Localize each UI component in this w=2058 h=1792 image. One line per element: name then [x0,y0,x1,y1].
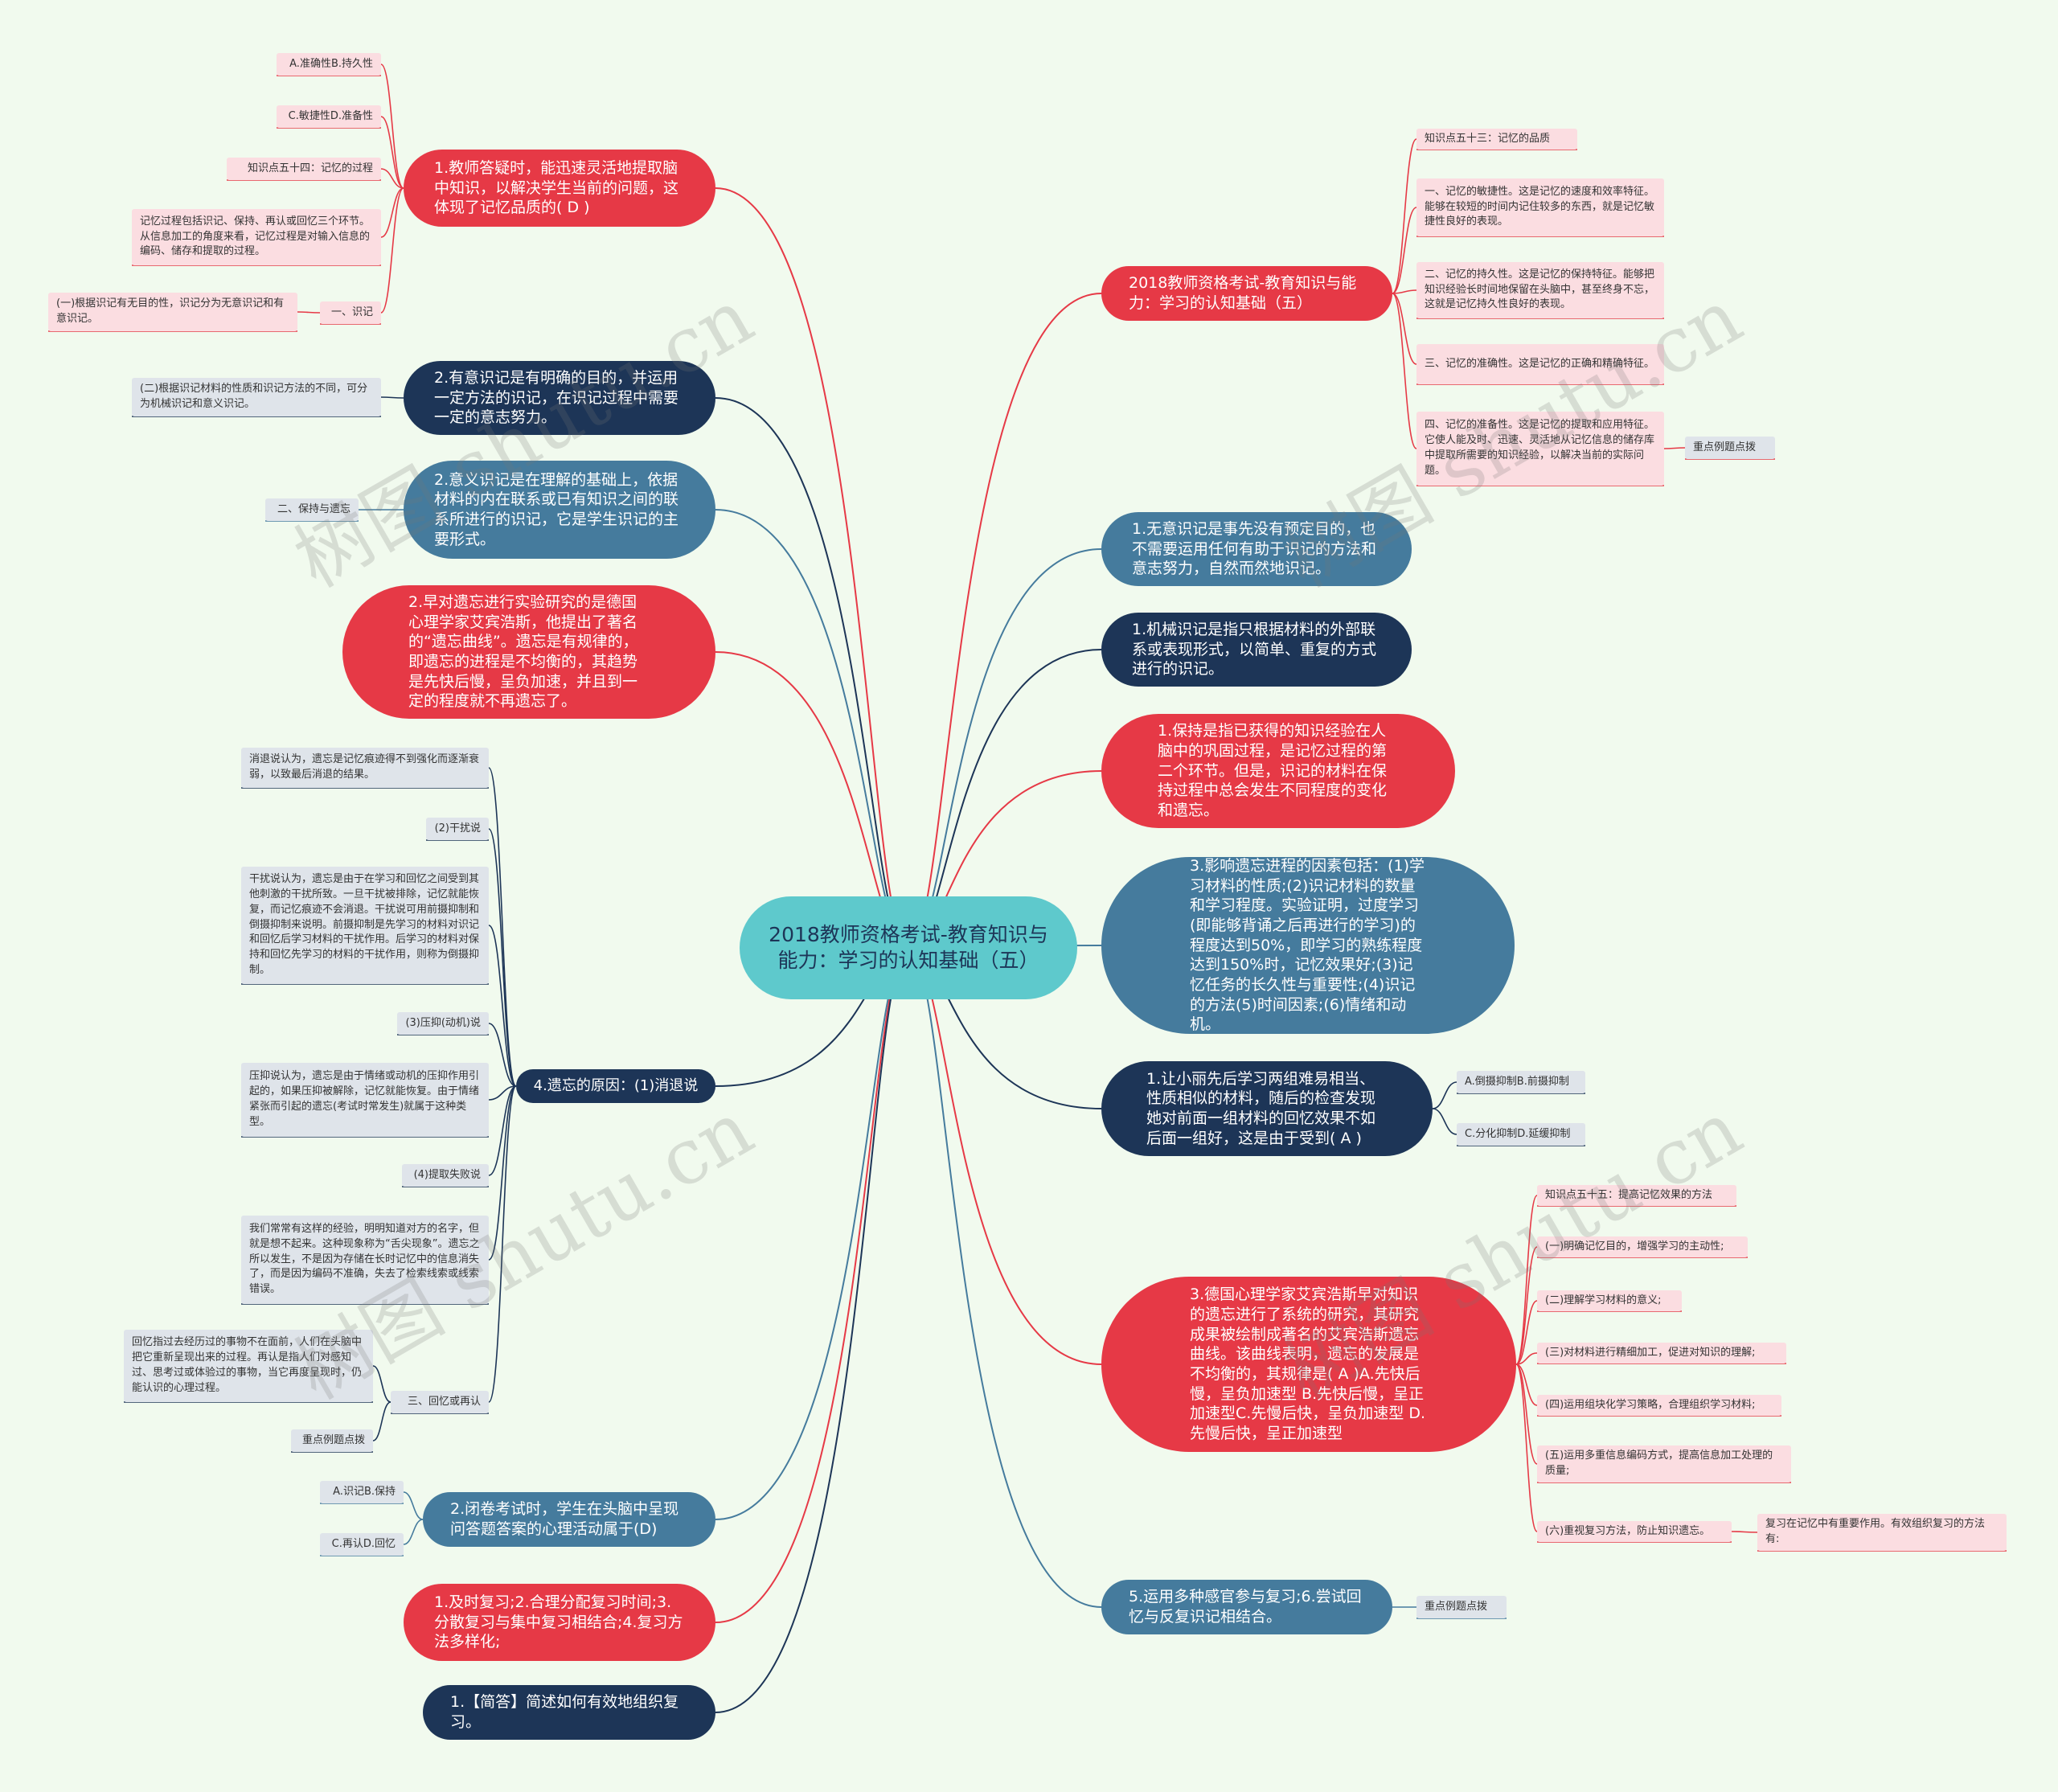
link-r6-r6a [1432,1081,1457,1109]
option-agility-readiness[interactable]: C.敏捷性D.准备性 [277,105,381,128]
link-root-r2 [908,548,1102,949]
branch-multisensory-review[interactable]: 5.运用多种感官参与复习;6.尝试回忆与反复识记相结合。 [1101,1580,1392,1634]
link-root-r8 [908,947,1102,1608]
branch-forgetting-causes[interactable]: 4.遗忘的原因：(1)消退说 [516,1069,715,1103]
tag-key-example-l5[interactable]: 重点例题点拨 [291,1429,373,1452]
link-r1-r1a [1392,138,1417,294]
branch-ebbinghaus-question[interactable]: 3.德国心理学家艾宾浩斯早对知识的遗忘进行了系统的研究，其研究成果被绘制成著名的… [1101,1277,1516,1452]
leaf-recall-recognition[interactable]: 三、回忆或再认 [391,1391,489,1413]
option-cd[interactable]: C.分化抑制D.延缓抑制 [1457,1123,1585,1146]
leaf-accuracy[interactable]: 三、记忆的准确性。这是记忆的正确和精确特征。 [1416,344,1664,384]
branch-intentional-memory[interactable]: 2.有意识记是有明确的目的，并运用一定方法的识记，在识记过程中需要一定的意志努力… [404,361,715,435]
link-l5-l5a [488,767,517,1087]
branch-retention[interactable]: 1.保持是指已获得的知识经验在人脑中的巩固过程，是记忆过程的第二个环节。但是，识… [1101,714,1455,828]
leaf-method-3[interactable]: (三)对材料进行精细加工，促进对知识的理解; [1537,1343,1786,1363]
branch-memory-quality[interactable]: 2018教师资格考试-教育知识与能力：学习的认知基础（五） [1101,266,1392,321]
leaf-retention-forgetting[interactable]: 二、保持与遗忘 [265,498,359,521]
link-r1-r1c [1392,289,1417,294]
link-r7-r7g [1515,1363,1538,1532]
link-l5-l5g [488,1085,517,1261]
branch-mechanical-memory[interactable]: 1.机械识记是指只根据材料的外部联系或表现形式，以简单、重复的方式进行的识记。 [1101,613,1412,687]
leaf-readiness[interactable]: 四、记忆的准备性。这是记忆的提取和应用特征。它使人能及时、迅速、灵活地从记忆信息… [1416,412,1664,486]
tag-key-example-r1[interactable]: 重点例题点拨 [1685,437,1775,459]
leaf-method-4[interactable]: (四)运用组块化学习策略，合理组织学习材料; [1537,1395,1781,1416]
link-r1e-r1t [1663,447,1686,449]
branch-short-answer[interactable]: 1.【简答】简述如何有效地组织复习。 [423,1685,715,1740]
leaf-memory-type[interactable]: (二)根据识记材料的性质和识记方法的不同，可分为机械识记和意义识记。 [132,378,381,416]
link-root-l3 [715,509,909,949]
link-r1-r1d [1392,293,1417,365]
link-r7-r7c [1515,1300,1538,1365]
link-root-l8 [715,947,909,1713]
branch-forgetting-curve[interactable]: 2.早对遗忘进行实验研究的是德国心理学家艾宾浩斯，他提出了著名的“遗忘曲线”。遗… [342,585,715,719]
branch-unintentional-memory[interactable]: 1.无意识记是事先没有预定目的，也不需要运用任何有助于识记的方法和意志努力，自然… [1101,512,1412,586]
leaf-method-5[interactable]: (五)运用多重信息编码方式，提高信息加工处理的质量; [1537,1445,1791,1482]
link-l2-l2a [380,396,404,399]
link-l1-l1b [380,116,404,189]
leaf-repression-theory[interactable]: 压抑说认为，遗忘是由于情绪或动机的压抑作用引起的，如果压抑被解除，记忆就能恢复。… [241,1063,489,1137]
root-topic[interactable]: 2018教师资格考试-教育知识与能力：学习的认知基础（五） [740,896,1077,999]
leaf-durability[interactable]: 二、记忆的持久性。这是记忆的保持特征。能够把知识经验长时间地保留在头脑中，甚至终… [1416,262,1664,318]
option-accuracy-durability[interactable]: A.准确性B.持久性 [277,53,381,76]
option-ab[interactable]: A.倒摄抑制B.前摄抑制 [1457,1071,1585,1093]
link-r7-r7d [1515,1352,1538,1365]
option-recognize-recall[interactable]: C.再认D.回忆 [320,1533,404,1556]
leaf-knowledge-55[interactable]: 知识点五十五：提高记忆效果的方法 [1537,1185,1736,1206]
link-root-l1 [715,187,909,949]
branch-teacher-question[interactable]: 1.教师答疑时，能迅速灵活地提取脑中知识，以解决学生当前的问题，这体现了记忆品质… [404,150,715,227]
leaf-interference[interactable]: (2)干扰说 [426,818,489,840]
leaf-interference-theory[interactable]: 干扰说认为，遗忘是由于在学习和回忆之间受到其他刺激的干扰所致。一旦干扰被排除，记… [241,867,489,984]
branch-inhibition-question[interactable]: 1.让小丽先后学习两组难易相当、性质相似的材料，随后的检查发现她对前面一组材料的… [1101,1061,1433,1156]
link-l5-l5h [488,1085,517,1403]
link-r1-r1b [1392,207,1417,294]
leaf-recall-definition[interactable]: 回忆指过去经历过的事物不在面前，人们在头脑中把它重新呈现出来的过程。再认是指人们… [124,1330,373,1402]
link-r1-r1e [1392,293,1417,449]
link-l5-l5d [488,1023,517,1087]
link-l5-l5c [488,925,517,1087]
leaf-review-note[interactable]: 复习在记忆中有重要作用。有效组织复习的方法有: [1757,1514,2007,1551]
leaf-retrieval-failure[interactable]: (4)提取失败说 [402,1164,489,1187]
link-r7-r7b [1515,1246,1538,1365]
leaf-agility[interactable]: 一、记忆的敏捷性。这是记忆的速度和效率特征。能够在较短的时间内记住较多的东西，就… [1416,178,1664,236]
branch-closed-book-question[interactable]: 2.闭卷考试时，学生在头脑中呈现问答题答案的心理活动属于(D) [423,1492,715,1547]
link-l1-l1c [380,168,404,189]
link-l5h-l5s1 [372,1365,392,1403]
link-root-l6 [715,947,909,1520]
link-l5-l5e [488,1085,517,1101]
leaf-knowledge-53[interactable]: 知识点五十三：记忆的品质 [1416,129,1577,150]
leaf-memorize-purpose[interactable]: (一)根据识记有无目的性，识记分为无意识记和有意识记。 [48,293,297,331]
leaf-memorize[interactable]: 一、识记 [320,301,381,324]
tag-key-example-r8[interactable]: 重点例题点拨 [1416,1596,1507,1618]
branch-forgetting-factors[interactable]: 3.影响遗忘进程的因素包括：(1)学习材料的性质;(2)识记材料的数量和学习程度… [1101,857,1515,1034]
link-r6-r6b [1432,1108,1457,1135]
leaf-method-1[interactable]: (一)明确记忆目的，增强学习的主动性; [1537,1236,1748,1257]
link-l1-l1e [380,187,404,314]
leaf-tip-of-tongue[interactable]: 我们常常有这样的经验，明明知道对方的名字，但就是想不起来。这种现象称为“舌尖现象… [241,1216,489,1304]
link-l5-l5b [488,828,517,1087]
leaf-memory-process[interactable]: 记忆过程包括识记、保持、再认或回忆三个环节。从信息加工的角度来看，记忆过程是对输… [132,209,381,265]
root-topic-label: 2018教师资格考试-教育知识与能力：学习的认知基础（五） [769,922,1048,973]
link-l5h-l5s2 [372,1401,392,1441]
link-root-r7 [908,947,1102,1365]
leaf-knowledge-54[interactable]: 知识点五十四：记忆的过程 [227,158,381,180]
link-r7-r7a [1515,1195,1538,1365]
branch-meaningful-memory[interactable]: 2.意义识记是在理解的基础上，依据材料的内在联系或已有知识之间的联系所进行的识记… [404,461,715,559]
link-l6-l6a [403,1491,424,1520]
leaf-method-6[interactable]: (六)重视复习方法，防止知识遗忘。 [1537,1521,1732,1542]
link-l1e-l1s [297,311,321,314]
leaf-repression[interactable]: (3)压抑(动机)说 [397,1012,489,1035]
link-l5-l5f [488,1085,517,1176]
link-l1-l1a [380,64,404,189]
branch-review-methods[interactable]: 1.及时复习;2.合理分配复习时间;3.分散复习与集中复习相结合;4.复习方法多… [404,1584,715,1661]
link-root-r1 [908,293,1102,949]
option-memorize-retain[interactable]: A.识记B.保持 [320,1481,404,1503]
link-l1-l1d [380,187,404,238]
link-r7-r7e [1515,1363,1538,1406]
link-r7-r7f [1515,1363,1538,1465]
leaf-decay-theory[interactable]: 消退说认为，遗忘是记忆痕迹得不到强化而逐渐衰弱，以致最后消退的结果。 [241,748,489,788]
leaf-method-2[interactable]: (二)理解学习材料的意义; [1537,1290,1682,1311]
link-l6-l6b [403,1519,424,1545]
